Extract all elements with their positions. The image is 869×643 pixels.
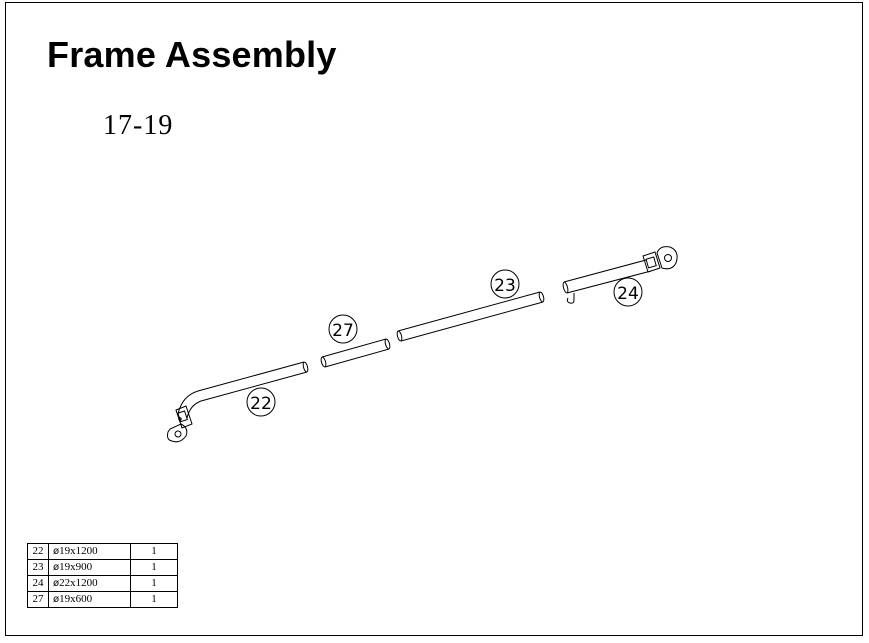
tube-part-24 [562,246,678,304]
parts-list-table: 22 ø19x1200 1 23 ø19x900 1 24 ø22x1200 1… [27,543,178,608]
part-size: ø22x1200 [48,575,131,592]
callout-24-label: 24 [617,284,639,304]
callout-24: 24 [613,277,643,307]
part-quantity: 1 [130,543,178,560]
callout-27: 27 [328,314,358,344]
diameter-symbol: ø [53,594,60,605]
page-title: Frame Assembly [47,34,337,75]
part-size-value: 19x900 [59,561,93,573]
parts-row: 27 ø19x600 1 [27,591,178,608]
parts-row: 23 ø19x900 1 [27,559,178,576]
part-size-value: 22x1200 [59,577,98,589]
part-size: ø19x900 [48,559,131,576]
tube-part-27 [320,338,391,368]
tube-part-23 [396,291,545,342]
diameter-symbol: ø [53,578,60,589]
part-size-value: 19x1200 [59,545,98,557]
part-number: 24 [27,575,49,592]
part-quantity: 1 [130,575,178,592]
parts-row: 24 ø22x1200 1 [27,575,178,592]
part-quantity: 1 [130,591,178,608]
diameter-symbol: ø [53,546,60,557]
part-size: ø19x1200 [48,543,131,560]
diameter-symbol: ø [53,562,60,573]
part-size-value: 19x600 [59,593,93,605]
callout-23: 23 [490,269,520,299]
callout-27-label: 27 [332,321,354,341]
step-range: 17-19 [103,110,174,141]
parts-row: 22 ø19x1200 1 [27,543,178,560]
callout-22-label: 22 [250,394,272,414]
callout-23-label: 23 [494,276,516,296]
part-number: 27 [27,591,49,608]
tube-part-22 [167,361,309,443]
part-number: 23 [27,559,49,576]
drawing-sheet [5,2,863,636]
callout-22: 22 [246,387,276,417]
part-number: 22 [27,543,49,560]
part-size: ø19x600 [48,591,131,608]
part-quantity: 1 [130,559,178,576]
